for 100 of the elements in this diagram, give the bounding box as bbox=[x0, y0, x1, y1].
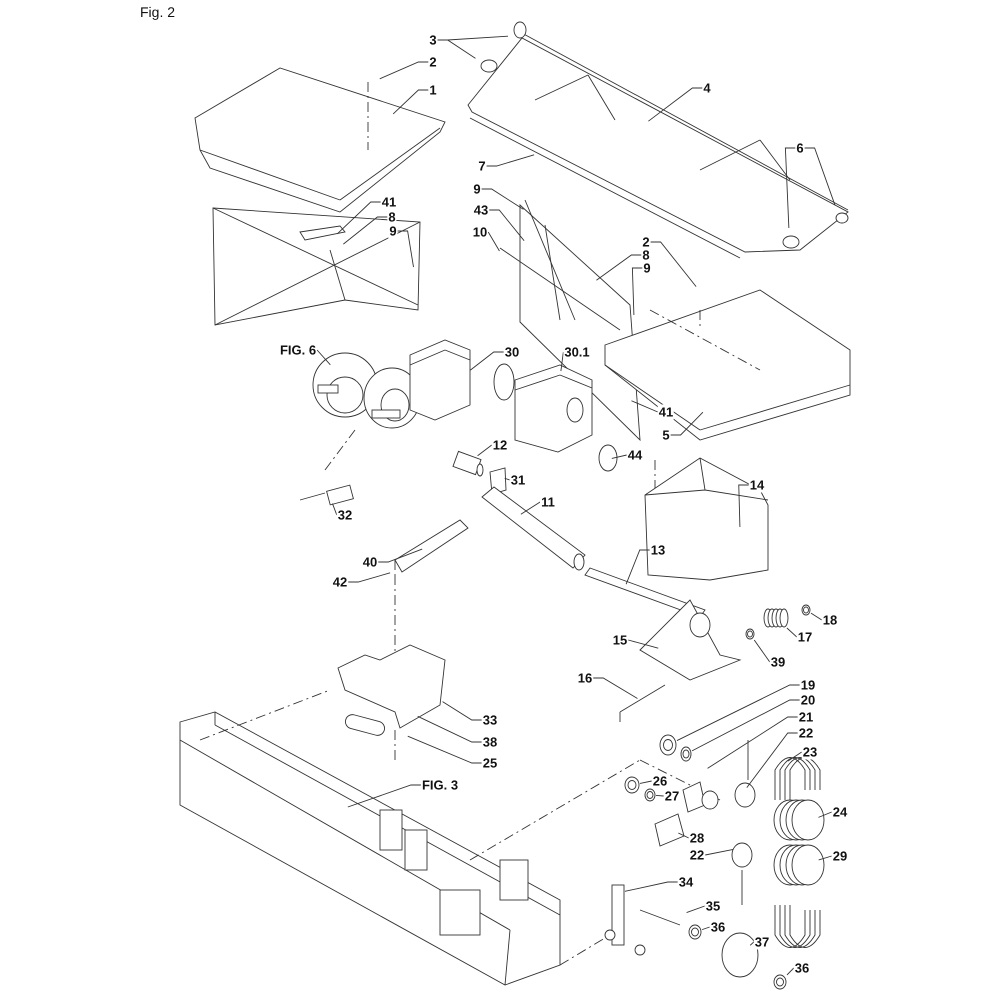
leader-line bbox=[592, 678, 638, 699]
callout-label: 19 bbox=[800, 678, 816, 692]
callout-label: 22 bbox=[688, 848, 706, 862]
callout-label: 41 bbox=[380, 194, 398, 210]
callout-label: 43 bbox=[472, 202, 490, 218]
callout-label: 1 bbox=[428, 82, 438, 98]
leader-line bbox=[520, 502, 541, 515]
callout-label: 30.1 bbox=[563, 344, 591, 360]
callout-label: 13 bbox=[650, 542, 666, 558]
callout-label: 38 bbox=[482, 734, 498, 750]
leader-line bbox=[611, 454, 628, 459]
leader-line bbox=[707, 716, 798, 769]
callout-label: FIG. 6 bbox=[278, 342, 318, 358]
leader-line bbox=[336, 202, 382, 234]
callout-label: 5 bbox=[661, 428, 671, 442]
leader-line bbox=[481, 188, 524, 210]
callout-label: 9 bbox=[642, 260, 652, 276]
callout-label: 32 bbox=[336, 508, 354, 522]
callout-label: 27 bbox=[664, 788, 680, 804]
ring-part bbox=[688, 924, 702, 940]
ring-part bbox=[644, 788, 656, 802]
leader-line bbox=[692, 700, 800, 752]
callout-label: 35 bbox=[704, 898, 722, 914]
callout-label: 23 bbox=[802, 744, 818, 760]
leader-line bbox=[656, 794, 664, 796]
callout-label: 7 bbox=[477, 158, 487, 174]
callout-label: FIG. 3 bbox=[420, 778, 460, 792]
callout-label: 8 bbox=[387, 210, 397, 224]
leader-line bbox=[417, 716, 482, 742]
leader-line bbox=[676, 684, 800, 742]
leader-line bbox=[818, 856, 832, 860]
leader-line bbox=[332, 503, 338, 516]
callout-label: 39 bbox=[770, 654, 786, 670]
leader-line bbox=[397, 230, 414, 268]
callout-label: 31 bbox=[510, 472, 526, 488]
leader-line bbox=[378, 548, 423, 562]
leader-line bbox=[746, 732, 798, 788]
ring-part bbox=[801, 604, 811, 616]
callout-label: 3 bbox=[428, 32, 438, 48]
callout-label: 9 bbox=[388, 224, 398, 238]
leader-line bbox=[477, 444, 492, 456]
callout-label: 22 bbox=[798, 726, 814, 740]
leader-line bbox=[379, 62, 429, 80]
ring-part bbox=[659, 734, 677, 756]
leader-line bbox=[437, 40, 476, 59]
figure-title: Fig. 2 bbox=[140, 4, 176, 20]
leader-line bbox=[632, 268, 643, 316]
leader-line bbox=[488, 210, 525, 242]
callout-label: 14 bbox=[748, 478, 766, 492]
ring-part bbox=[680, 746, 692, 762]
leader-line bbox=[624, 882, 678, 892]
leader-line bbox=[392, 90, 429, 114]
leader-line bbox=[628, 640, 659, 649]
callout-label: 15 bbox=[612, 632, 628, 648]
callout-label: 29 bbox=[832, 848, 848, 864]
callout-label: 9 bbox=[472, 182, 482, 196]
leader-line bbox=[750, 942, 754, 946]
leader-line bbox=[596, 254, 642, 281]
callout-label: 34 bbox=[678, 874, 694, 890]
spring-part bbox=[763, 608, 789, 628]
leader-line bbox=[738, 484, 750, 528]
leader-line bbox=[702, 926, 710, 930]
leader-line bbox=[804, 148, 836, 206]
leader-line bbox=[754, 640, 770, 662]
callout-label: 41 bbox=[658, 404, 674, 420]
leader-line bbox=[678, 832, 690, 838]
callout-label: 2 bbox=[428, 54, 438, 70]
leader-line bbox=[810, 612, 822, 620]
callout-label: 37 bbox=[754, 934, 770, 950]
callout-label: 6 bbox=[795, 140, 805, 156]
leader-line bbox=[442, 701, 482, 720]
callout-label: 17 bbox=[796, 630, 814, 644]
callout-label: 44 bbox=[626, 448, 644, 462]
callout-label: 36 bbox=[710, 920, 726, 934]
callout-label: 26 bbox=[652, 774, 668, 788]
ring-part bbox=[624, 776, 640, 794]
leader-line bbox=[486, 154, 535, 166]
callout-label: 20 bbox=[800, 692, 816, 708]
leader-line bbox=[686, 906, 706, 914]
callout-label: 40 bbox=[362, 554, 378, 570]
leader-line bbox=[470, 352, 504, 371]
callout-label: 10 bbox=[472, 224, 488, 240]
leader-line bbox=[787, 752, 802, 762]
leader-line bbox=[630, 400, 658, 412]
callout-label: 4 bbox=[702, 80, 712, 96]
callout-label: 21 bbox=[798, 710, 814, 724]
leader-line bbox=[347, 784, 422, 808]
leader-line bbox=[670, 412, 704, 436]
callout-label: 18 bbox=[822, 612, 838, 628]
leader-line bbox=[504, 478, 510, 480]
ring-part bbox=[773, 974, 787, 990]
callout-label: 28 bbox=[688, 830, 706, 846]
leader-line bbox=[640, 780, 652, 784]
leader-line bbox=[648, 88, 703, 122]
leader-line bbox=[342, 216, 388, 245]
callout-label: 25 bbox=[482, 756, 498, 770]
leader-line bbox=[316, 350, 331, 366]
callout-label: 30 bbox=[504, 344, 520, 360]
callout-label: 33 bbox=[482, 712, 498, 728]
callout-label: 36 bbox=[794, 960, 810, 976]
